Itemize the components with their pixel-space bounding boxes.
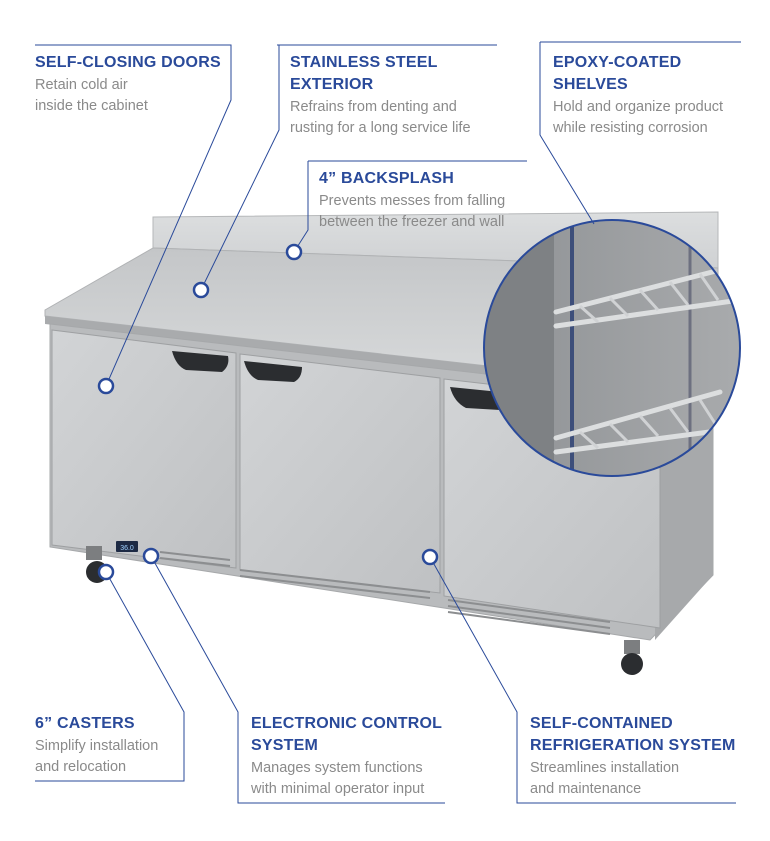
caster-right	[621, 640, 643, 675]
feature-epoxy-shelves: EPOXY-COATED SHELVES Hold and organize p…	[553, 52, 723, 138]
callout-lines	[35, 41, 741, 804]
door-left	[51, 329, 237, 569]
door-center	[239, 353, 441, 594]
handle-right	[450, 387, 500, 410]
callout-dot-doors	[97, 377, 115, 395]
feature-desc-line: between the freezer and wall	[319, 214, 505, 230]
feature-desc-line: with minimal operator input	[251, 781, 425, 797]
feature-stainless-exterior: STAINLESS STEEL EXTERIOR Refrains from d…	[290, 52, 471, 138]
feature-title: ELECTRONIC CONTROL	[251, 715, 443, 732]
feature-desc-line: Refrains from denting and	[290, 99, 457, 115]
feature-self-closing-doors: SELF-CLOSING DOORS Retain cold air insid…	[35, 52, 221, 116]
feature-casters: 6” CASTERS Simplify installation and rel…	[35, 713, 158, 777]
feature-title: 4” BACKSPLASH	[319, 170, 455, 187]
feature-desc-line: Retain cold air	[35, 77, 128, 93]
feature-desc-line: while resisting corrosion	[553, 120, 708, 136]
feature-title: STAINLESS STEEL	[290, 54, 438, 71]
handle-center	[244, 361, 302, 382]
feature-title: 6” CASTERS	[35, 715, 135, 732]
feature-title: EPOXY-COATED	[553, 54, 682, 71]
callout-dot-exterior	[192, 281, 210, 299]
control-display	[116, 541, 138, 552]
control-display-readout: 36.0	[120, 545, 134, 552]
feature-title: REFRIGERATION SYSTEM	[530, 737, 736, 754]
feature-desc-line: rusting for a long service life	[290, 120, 471, 136]
feature-title: SHELVES	[553, 76, 628, 93]
feature-title: SELF-CONTAINED	[530, 715, 673, 732]
feature-refrigeration-system: SELF-CONTAINED REFRIGERATION SYSTEM Stre…	[530, 713, 736, 799]
feature-desc-line: Prevents messes from falling	[319, 193, 506, 209]
feature-title: SYSTEM	[251, 737, 318, 754]
feature-desc-line: Streamlines installation	[530, 760, 680, 776]
feature-backsplash: 4” BACKSPLASH Prevents messes from falli…	[319, 168, 505, 232]
handle-left	[172, 351, 229, 372]
feature-title: SELF-CLOSING DOORS	[35, 54, 221, 71]
feature-electronic-control: ELECTRONIC CONTROL SYSTEM Manages system…	[251, 713, 442, 799]
shelves-detail-circle	[484, 220, 740, 476]
callout-dot-control	[142, 547, 160, 565]
feature-title: EXTERIOR	[290, 76, 374, 93]
feature-desc-line: Simplify installation	[35, 738, 159, 754]
callout-dot-backsplash	[285, 243, 303, 261]
vent-grille	[159, 551, 611, 635]
feature-desc-line: inside the cabinet	[35, 98, 148, 114]
feature-desc-line: Manages system functions	[251, 760, 423, 776]
callout-dot-casters	[97, 563, 115, 581]
callout-dot-refrigeration	[421, 548, 439, 566]
feature-desc-line: and relocation	[35, 759, 127, 775]
feature-desc-line: and maintenance	[530, 781, 642, 797]
feature-desc-line: Hold and organize product	[553, 99, 724, 115]
